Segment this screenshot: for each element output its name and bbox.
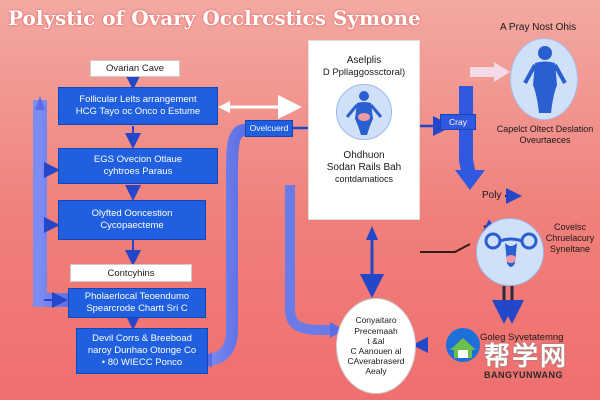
dark-arrow-mid — [420, 243, 471, 253]
right-blue-pipe — [459, 86, 477, 182]
bottom-line-6: Aealy — [365, 366, 387, 377]
left-box-1-line-1: Follicular Lelts arrangement — [79, 94, 197, 106]
left-box-4-line-2: Spearcrode Chartt Sri C — [86, 303, 188, 314]
right-mid-figure — [476, 218, 544, 286]
center-caption-line-1: Ohdhuon — [343, 150, 385, 162]
left-box-5-line-3: • 80 WIECC Ponco — [101, 356, 183, 368]
left-box-3: Olyfted Ooncestion Cycopaecteme — [58, 200, 206, 240]
center-side-label: Ovelcuerd — [245, 120, 293, 137]
left-header-label: Ovarian Cave — [90, 60, 180, 77]
right-mid-caption: Covelsc Chruelacury Syneltane — [540, 222, 600, 254]
left-box-5: Devil Corrs & Breeboad naroy Dunhao Oton… — [76, 328, 208, 374]
center-heading-line-1: Aselplis — [346, 55, 382, 66]
right-mid-small-label: Poly — [482, 190, 502, 201]
uterus-icon — [484, 232, 538, 267]
right-top-caption: Capelct Oltect Deslation Oveurtaeces — [490, 124, 600, 146]
left-mid-label: Contcyhins — [70, 264, 192, 282]
right-top-title: A Pray Nost Ohis — [500, 22, 577, 33]
left-box-1: Follicular Lelts arrangement HCG Tayo oc… — [58, 87, 218, 125]
center-body-figure — [336, 84, 392, 141]
diagram-title: Polystic of Ovary Occlrcstics Symone — [8, 6, 421, 30]
left-box-4: Pholaerlocal Teoendumo Spearcrode Chartt… — [68, 288, 206, 318]
left-box-2-line-1: EGS Ovecion Otlaue — [93, 154, 183, 166]
right-top-figure — [510, 38, 578, 120]
bottom-line-3: t &al — [367, 335, 385, 346]
center-caption-line-3: contdamatiocs — [334, 174, 394, 185]
left-box-5-line-1: Devil Corrs & Breeboad — [92, 333, 192, 345]
center-left-pipe — [205, 124, 247, 366]
bottom-line-4: C Aanouen al — [350, 346, 402, 356]
left-box-4-line-1: Pholaerlocal Teoendumo — [84, 291, 190, 303]
right-mid-caption-line-1: Covelsc — [553, 222, 586, 232]
logo-house-icon — [447, 329, 479, 361]
right-bottom-label: Goleg Syvetatemng — [480, 332, 564, 343]
watermark-en: BANGYUNWANG — [484, 370, 563, 380]
bottom-line-1: Conyaitaro — [355, 315, 397, 326]
left-pipe-arrow-up — [35, 96, 45, 110]
bottom-center-circle: Conyaitaro Precemaah t &al C Aanouen al … — [336, 298, 416, 394]
left-box-3-line-2: Cycopaecteme — [100, 220, 164, 231]
body-silhouette-icon — [345, 91, 383, 136]
bottom-line-5: CAverabraserd — [347, 356, 405, 367]
center-caption-line-2: Sodan Rails Bah — [326, 162, 402, 174]
left-box-2-line-2: cyhtroes Paraus — [103, 166, 173, 177]
left-box-3-line-1: Olyfted Ooncestion — [91, 208, 173, 220]
right-mid-caption-line-3: Syneltane — [549, 243, 591, 254]
right-mid-caption-line-2: Chruelacury — [545, 232, 595, 243]
left-box-5-line-2: naroy Dunhao Otonge Co — [87, 345, 197, 357]
right-top-caption-line-2: Oveurtaeces — [519, 134, 571, 145]
mid-pipe-to-bottom — [285, 185, 335, 335]
left-box-2: EGS Ovecion Otlaue cyhtroes Paraus — [58, 148, 218, 184]
right-top-caption-line-1: Capelct Oltect Deslation — [496, 124, 594, 134]
center-panel: Aselplis D Ppllaggossctoral) Ohdhuon Sod… — [308, 40, 420, 220]
right-body-icon — [523, 46, 567, 113]
watermark-logo-icon — [446, 328, 480, 362]
bottom-line-2: Precemaah — [354, 325, 398, 336]
watermark-cn: 帮学网 — [484, 342, 569, 372]
center-heading-line-2: D Ppllaggossctoral) — [322, 67, 406, 78]
right-bottom-area: Goleg Syvetatemng 帮学网 BANGYUNWANG — [440, 322, 600, 384]
right-arrow-label: Cray — [440, 114, 476, 130]
left-box-1-line-2: HCG Tayo oc Onco o Estume — [75, 106, 201, 117]
